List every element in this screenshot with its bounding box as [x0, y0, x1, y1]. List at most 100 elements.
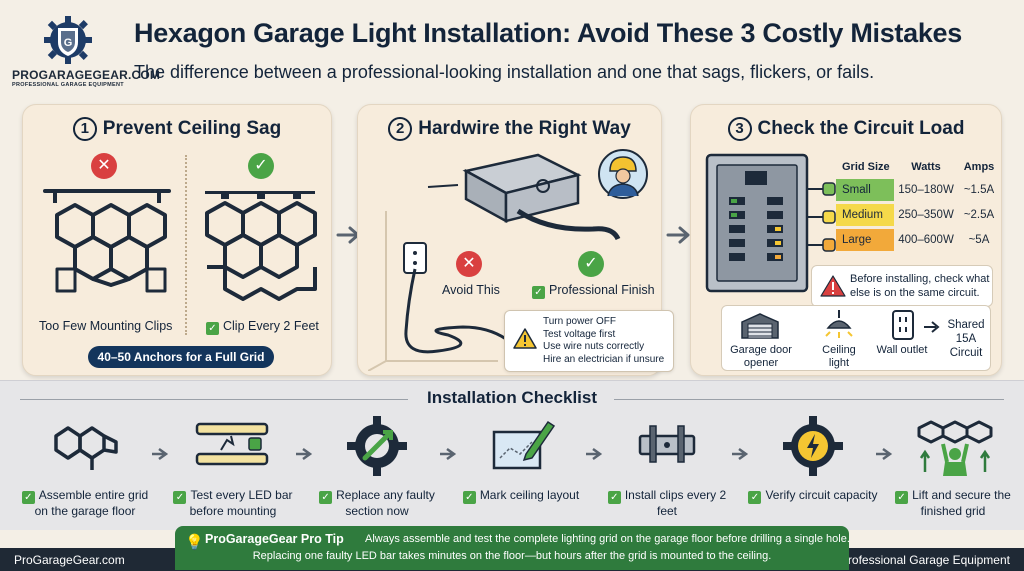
checkbox-icon: ✓: [748, 491, 762, 504]
size-cell: Medium: [836, 204, 894, 226]
warning-icon: [820, 275, 846, 297]
pro-tip-line-2: Replacing one faulty LED bar takes minut…: [252, 550, 772, 562]
checklist-step: ✓Lift and secure the finished grid: [888, 414, 1018, 524]
arrow-right-icon: [732, 447, 749, 461]
step-label: ✓Test every LED bar before mounting: [168, 488, 298, 518]
step-label: ✓Verify circuit capacity: [748, 488, 878, 504]
step-text: Verify circuit capacity: [765, 488, 878, 502]
step-text: Assemble entire grid on the garage floor: [34, 488, 149, 518]
arrow-right-icon: [152, 447, 169, 461]
safety-tip: Use wire nuts correctly: [543, 341, 645, 352]
anchors-badge: 40–50 Anchors for a Full Grid: [88, 346, 274, 368]
safety-tips-list: Turn power OFF Test voltage first Use wi…: [543, 316, 664, 366]
step-text: Replace any faulty section now: [336, 488, 435, 518]
checklist-step: ✓Test every LED bar before mounting: [168, 414, 298, 524]
column-header: Grid Size: [842, 161, 890, 173]
replace-gear-icon: [347, 416, 407, 476]
checklist-step: ✓Verify circuit capacity: [748, 414, 878, 524]
lightbulb-icon: 💡: [185, 534, 204, 551]
step-text: Mark ceiling layout: [479, 488, 580, 502]
step-text: Install clips every 2 feet: [624, 488, 727, 518]
arrow-right-icon: [586, 447, 603, 461]
step-text: Test every LED bar before mounting: [189, 488, 293, 518]
size-cell: Small: [836, 179, 894, 201]
page-subtitle: The difference between a professional-lo…: [134, 62, 875, 82]
watts-cell: 150–180W: [898, 184, 954, 196]
circuit-capacity-icon: [783, 416, 843, 476]
arrow-right-icon: [876, 447, 893, 461]
ceiling-layout-pencil-icon: [492, 420, 556, 470]
amps-cell: ~5A: [968, 234, 990, 246]
lift-grid-icon: [917, 420, 993, 476]
checklist-step: ✓Install clips every 2 feet: [602, 414, 732, 524]
arrow-right-icon: [440, 447, 457, 461]
safety-tip: Test voltage first: [543, 328, 616, 340]
alert-text: Before installing, check what else is on…: [850, 273, 990, 299]
wiring-scene-illustration: [368, 153, 621, 371]
safety-tip: Turn power OFF: [543, 316, 616, 327]
shared-circuit-label: Shared 15A Circuit: [947, 319, 985, 359]
good-caption: Professional Finish: [549, 283, 655, 297]
checkmark-icon: ✓: [578, 251, 604, 277]
breaker-panel-icon: [705, 153, 836, 293]
checklist-step: ✓Replace any faulty section now: [312, 414, 442, 524]
garage-door-icon: [741, 313, 779, 339]
load-label: Ceiling light: [822, 344, 856, 369]
page-title: Hexagon Garage Light Installation: Avoid…: [134, 18, 962, 48]
step-number: 2: [388, 117, 413, 141]
step-label: ✓Install clips every 2 feet: [602, 488, 732, 518]
checklist-step: ✓Mark ceiling layout: [456, 414, 586, 524]
arrow-right-icon: [296, 447, 313, 461]
x-mark-icon: ✕: [91, 153, 117, 179]
header: G PROGARAGEGEAR.COM PROFESSIONAL GARAGE …: [0, 0, 1024, 100]
step-label: ✓Mark ceiling layout: [456, 488, 586, 504]
step-number: 3: [727, 117, 752, 141]
step-label: ✓Replace any faulty section now: [312, 488, 442, 518]
amps-cell: ~1.5A: [963, 184, 995, 196]
footer-right: Professional Garage Equipment: [839, 553, 1010, 567]
watts-cell: 400–600W: [898, 234, 954, 246]
good-caption-row: ✓Clip Every 2 Feet: [206, 319, 319, 335]
led-bar-test-icon: [195, 422, 269, 466]
size-cell: Large: [836, 229, 894, 251]
checklist-step: ✓Assemble entire grid on the garage floo…: [20, 414, 150, 524]
divider: [20, 399, 408, 400]
step-label: ✓Assemble entire grid on the garage floo…: [20, 488, 150, 518]
secure-hex-grid-icon: [205, 191, 317, 301]
electrician-avatar-icon: [598, 149, 648, 199]
panel-title-text: Hardwire the Right Way: [418, 118, 631, 139]
shared-circuit-loads: Garage door opener Ceiling light Wall ou…: [721, 305, 991, 371]
pro-tip-label: ProGarageGear Pro Tip: [205, 532, 344, 546]
brand-logo: G PROGARAGEGEAR.COM PROFESSIONAL GARAGE …: [12, 14, 161, 94]
table-row: Small 150–180W ~1.5A: [836, 179, 1000, 201]
load-label: Garage door opener: [730, 344, 792, 369]
panel-title-text: Prevent Ceiling Sag: [102, 118, 282, 139]
table-row: Medium 250–350W ~2.5A: [836, 204, 1000, 226]
wall-outlet-icon: [892, 310, 914, 340]
safety-tip: Hire an electrician if unsure: [543, 353, 665, 365]
divider: [185, 155, 187, 335]
safety-tips-box: Turn power OFF Test voltage first Use wi…: [504, 310, 674, 372]
step-number: 1: [72, 117, 97, 141]
arrow-right-icon: [924, 321, 940, 333]
checkmark-icon: ✓: [248, 153, 274, 179]
amps-cell: ~2.5A: [963, 209, 995, 221]
footer-left: ProGarageGear.com: [14, 553, 125, 567]
checkbox-icon: ✓: [319, 491, 333, 504]
brand-name: PROGARAGEGEAR.COM: [12, 68, 161, 82]
svg-text:G: G: [64, 37, 73, 49]
table-header: Grid Size Watts Amps: [836, 161, 1000, 179]
column-header: Amps: [963, 161, 995, 173]
ceiling-light-icon: [825, 310, 853, 338]
checkbox-icon: ✓: [532, 286, 545, 299]
divider: [614, 399, 1004, 400]
checkbox-icon: ✓: [173, 491, 187, 504]
table-row: Large 400–600W ~5A: [836, 229, 1000, 251]
mounting-clip-icon: [638, 425, 696, 463]
